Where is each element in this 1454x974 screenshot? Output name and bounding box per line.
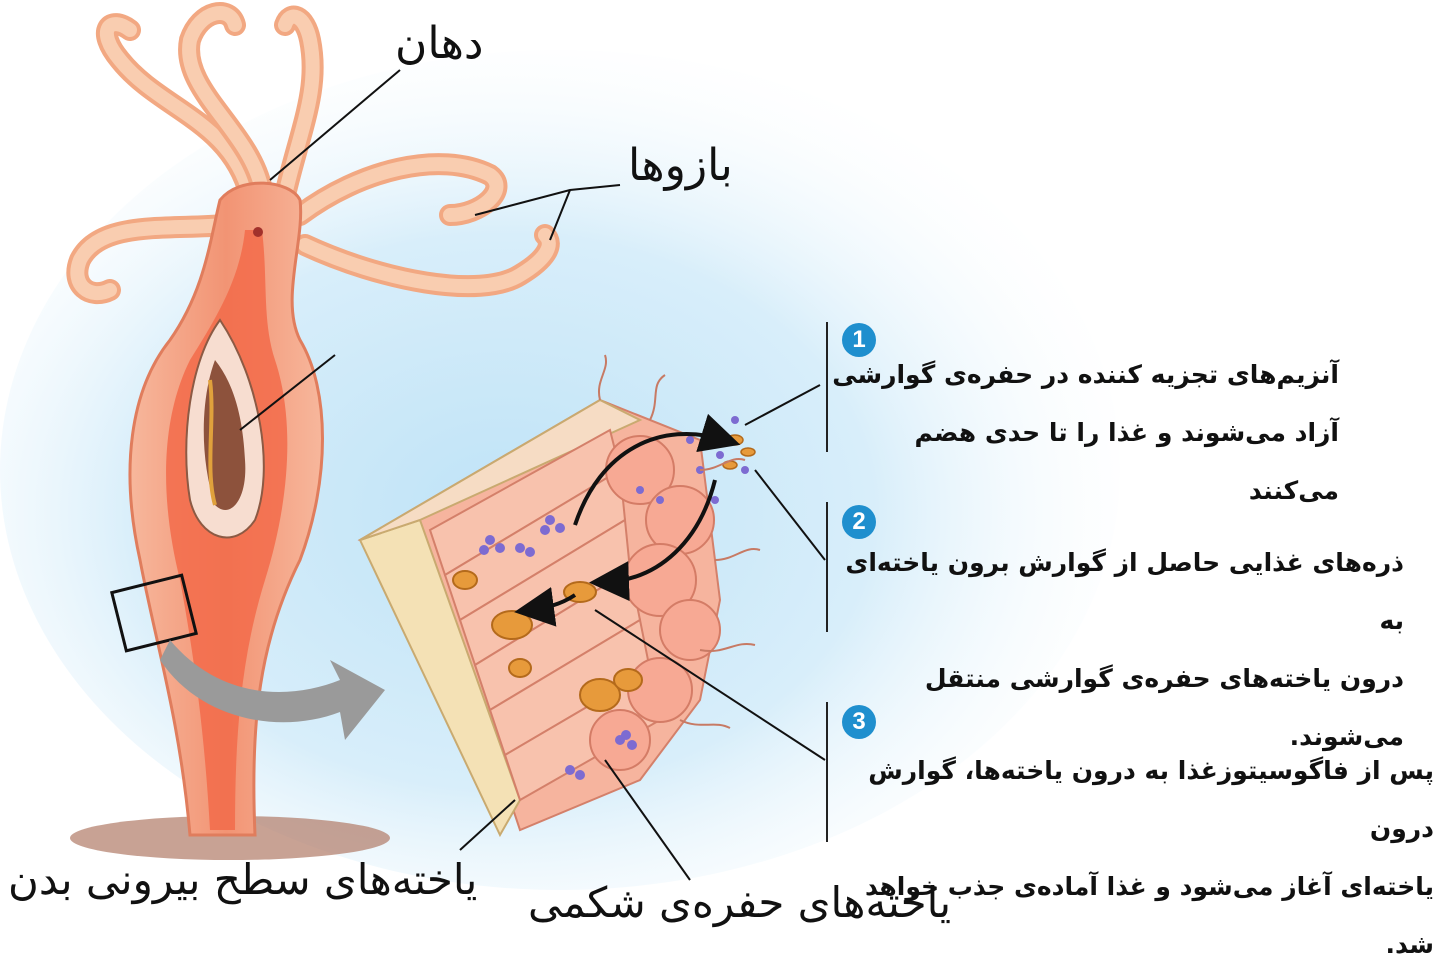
- label-outer-cells: یاخته‌های سطح بیرونی بدن: [8, 855, 477, 904]
- step-3-line-2: یاخته‌ای آغاز می‌شود و غذا آماده‌ی جذب خ…: [824, 858, 1434, 974]
- step-1-line-1: آنزیم‌های تجزیه کننده در حفره‌ی گوارشی: [819, 346, 1339, 404]
- step-3-text: پس از فاگوسیتوزغذا به درون یاخته‌ها، گوا…: [824, 742, 1434, 974]
- step-1-line-2: آزاد می‌شوند و غذا را تا حدی هضم می‌کنند: [819, 404, 1339, 520]
- step-2-line-1: ذره‌های غذایی حاصل از گوارش برون یاخته‌ا…: [824, 534, 1404, 650]
- step-3-badge: 3: [842, 705, 876, 739]
- step-3-line-1: پس از فاگوسیتوزغذا به درون یاخته‌ها، گوا…: [824, 742, 1434, 858]
- label-tentacles: بازوها: [628, 140, 733, 191]
- step-1-text: آنزیم‌های تجزیه کننده در حفره‌ی گوارشی آ…: [819, 346, 1339, 520]
- step-2-text: ذره‌های غذایی حاصل از گوارش برون یاخته‌ا…: [824, 534, 1404, 766]
- mouth-opening: [253, 227, 263, 237]
- label-mouth: دهان: [395, 18, 484, 69]
- hydra-digestion-diagram: دهان بازوها یاخته‌های سطح بیرونی بدن یاخ…: [0, 0, 1454, 947]
